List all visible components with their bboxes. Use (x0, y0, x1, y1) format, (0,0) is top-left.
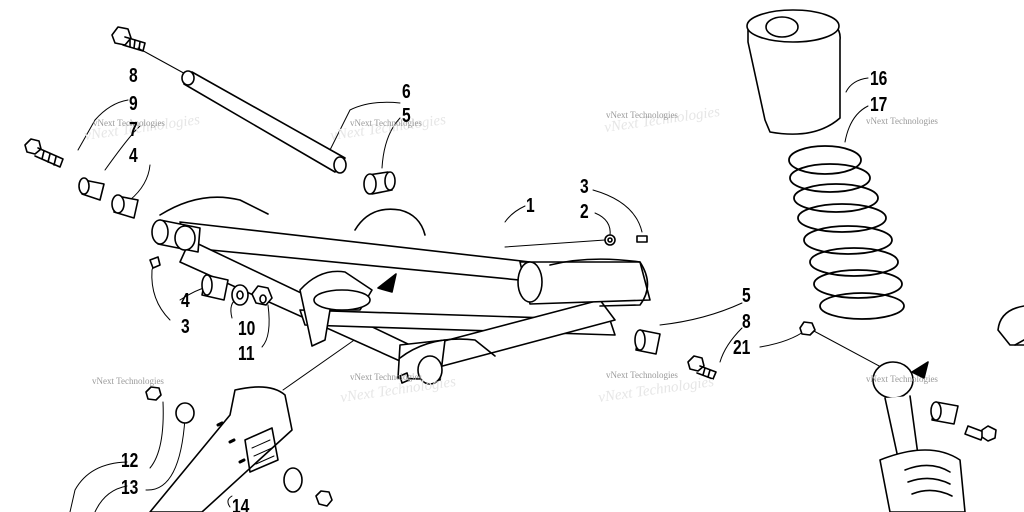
bolt-rear (687, 355, 717, 380)
bushing-front (201, 274, 229, 301)
callout-17: 17 (870, 94, 888, 116)
watermark-7: vNext Technologies (606, 370, 678, 380)
callout-7: 7 (129, 119, 138, 141)
callout-14: 14 (232, 496, 250, 512)
bushing-upper (363, 171, 396, 195)
callout-4-top: 4 (129, 145, 138, 167)
washer-front (231, 284, 249, 306)
callout-1: 1 (526, 195, 535, 217)
bushing-large-left (111, 194, 139, 219)
watermark-4: vNext Technologies (866, 116, 938, 126)
callout-11: 11 (238, 343, 255, 365)
bushing-rear (634, 329, 661, 355)
spring-cap (746, 9, 841, 135)
callout-5-rear: 5 (742, 285, 751, 307)
bushing-right (930, 401, 959, 425)
watermark-6: vNext Technologies (350, 372, 422, 382)
bolt-right (964, 425, 997, 442)
small-washer (604, 234, 616, 246)
bolt-bottom (145, 386, 162, 401)
callout-21: 21 (733, 337, 751, 359)
callout-13: 13 (121, 477, 139, 499)
watermark-3: vNext Technologies (606, 110, 678, 120)
callout-10: 10 (238, 318, 256, 340)
bolt-left (24, 138, 64, 168)
callout-3-front: 3 (181, 316, 190, 338)
callout-6: 6 (402, 81, 411, 103)
callout-2: 2 (580, 201, 589, 223)
watermark-1: vNext Technologies (93, 118, 165, 128)
shock-absorber (872, 361, 966, 512)
callout-4-front: 4 (181, 290, 190, 312)
swing-arm-frame (149, 196, 651, 385)
watermark-2: vNext Technologies (350, 118, 422, 128)
callout-9: 9 (129, 93, 138, 115)
long-shaft (181, 70, 347, 174)
nut-bottom (315, 490, 333, 507)
nut-shock (799, 321, 816, 336)
callout-12: 12 (121, 450, 139, 472)
callout-5-top: 5 (402, 105, 411, 127)
washer-bottom-2 (283, 467, 303, 493)
bolt-top (111, 26, 146, 52)
bushing-small-left (78, 177, 105, 201)
watermark-8: vNext Technologies (866, 374, 938, 384)
leader-lines (69, 47, 897, 512)
grease-fitting (636, 235, 648, 243)
callout-8-top: 8 (129, 65, 138, 87)
bracket-right (997, 305, 1024, 346)
callout-16: 16 (870, 68, 888, 90)
watermark-5: vNext Technologies (92, 376, 164, 386)
callout-8-rear: 8 (742, 311, 751, 333)
callout-3-right: 3 (580, 176, 589, 198)
nut-front (251, 285, 273, 306)
track-strap (149, 386, 293, 512)
coil-spring (788, 145, 905, 320)
washer-bottom (175, 402, 195, 424)
